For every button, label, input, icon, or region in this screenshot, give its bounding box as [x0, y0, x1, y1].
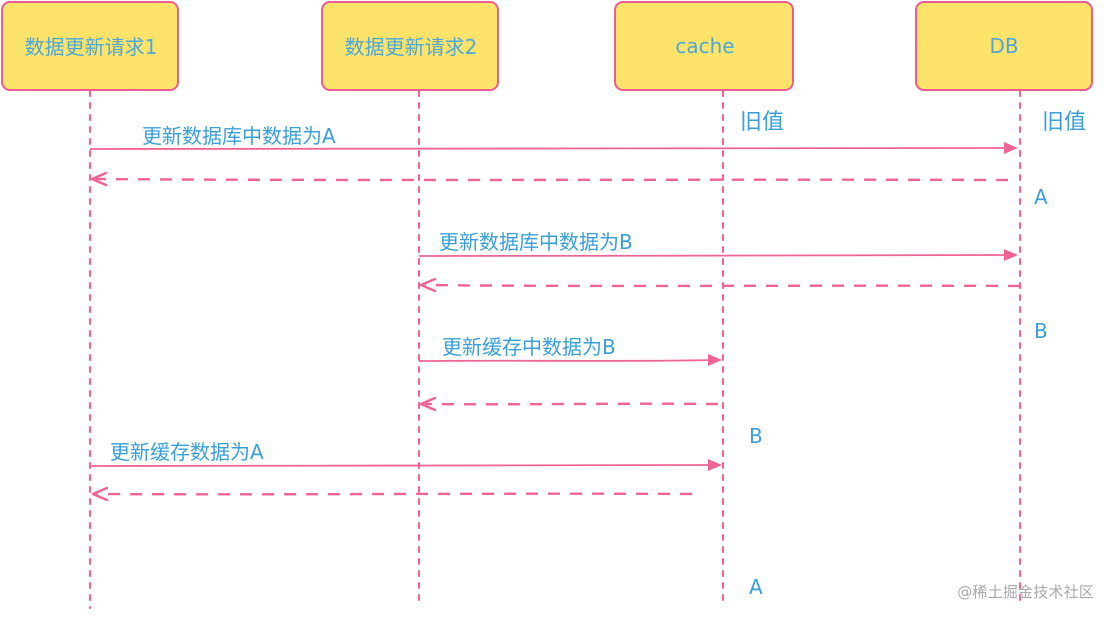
watermark: @稀土掘金技术社区	[957, 583, 1094, 601]
db-value-b: B	[1034, 319, 1048, 343]
message-update-cache-b-label: 更新缓存中数据为B	[442, 335, 616, 359]
participant-request-1: 数据更新请求1	[1, 1, 179, 91]
participant-cache-label: cache	[675, 34, 734, 58]
message-update-cache-a: 更新缓存数据为A	[89, 440, 722, 471]
message-update-db-b: 更新数据库中数据为B	[418, 230, 1018, 261]
db-value-a: A	[1034, 185, 1048, 209]
participant-request-1-label: 数据更新请求1	[25, 35, 158, 59]
cache-value-a: A	[749, 575, 763, 599]
message-return-cache-b	[419, 396, 719, 412]
participant-cache: cache	[614, 1, 794, 91]
cache-old-value: 旧值	[740, 110, 784, 135]
message-update-db-a-label: 更新数据库中数据为A	[142, 124, 336, 148]
participant-request-2-label: 数据更新请求2	[345, 35, 478, 59]
message-update-db-a: 更新数据库中数据为A	[89, 124, 1018, 154]
message-update-cache-a-label: 更新缓存数据为A	[110, 440, 264, 464]
message-return-db-a	[90, 171, 1009, 187]
participant-request-2: 数据更新请求2	[321, 1, 499, 91]
db-old-value: 旧值	[1042, 110, 1086, 135]
participant-db: DB	[915, 1, 1093, 91]
cache-value-b: B	[749, 424, 763, 448]
message-return-cache-a	[91, 486, 693, 502]
message-update-db-b-label: 更新数据库中数据为B	[439, 230, 633, 254]
message-return-db-b	[419, 277, 1021, 293]
participant-db-label: DB	[989, 34, 1018, 58]
message-update-cache-b: 更新缓存中数据为B	[418, 335, 722, 366]
